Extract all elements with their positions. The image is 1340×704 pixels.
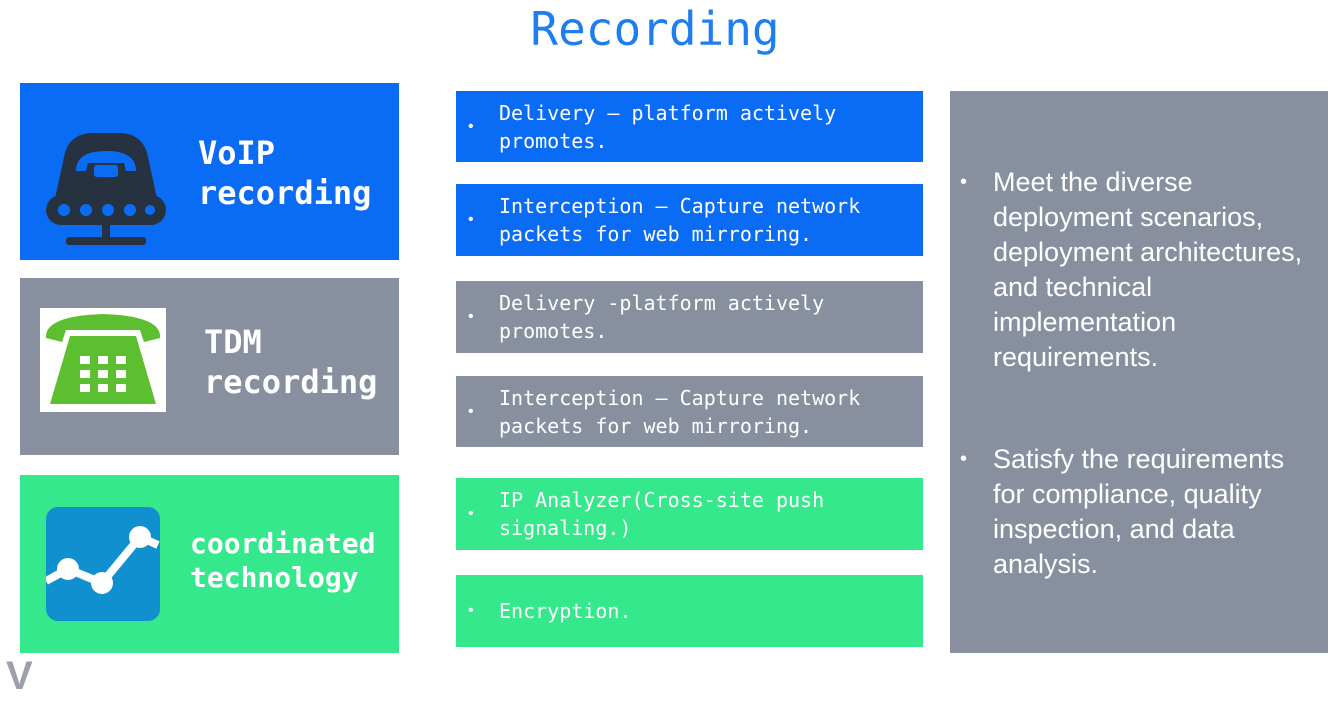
feature-line: Interception – Capture network xyxy=(499,194,861,218)
summary-text: Meet the diverse deployment scenarios, d… xyxy=(993,167,1303,372)
category-label-line: recording xyxy=(198,174,372,212)
bullet: • xyxy=(468,602,474,619)
bullet: • xyxy=(468,402,474,420)
bullet: • xyxy=(468,308,474,325)
feature-line: packets for web mirroring. xyxy=(499,413,813,438)
summary-panel: • Meet the diverse deployment scenarios,… xyxy=(950,91,1328,653)
page-title: Recording xyxy=(530,2,780,56)
bullet: • xyxy=(960,448,968,470)
feature-delivery-2: • Delivery -platform actively promotes. xyxy=(456,281,923,353)
feature-line: Delivery – platform actively xyxy=(499,100,837,125)
feature-encryption: • Encryption. xyxy=(456,575,923,647)
feature-ip-analyzer: • IP Analyzer(Cross-site push signaling.… xyxy=(456,478,923,550)
category-label-line: recording xyxy=(204,363,378,401)
feature-line: promotes. xyxy=(499,128,608,153)
category-label-line: TDM xyxy=(204,323,262,361)
feature-interception-2: • Interception – Capture network packets… xyxy=(456,376,923,447)
category-label-line: coordinated xyxy=(190,527,376,560)
bullet: • xyxy=(468,117,474,135)
category-label-line: technology xyxy=(190,561,359,594)
feature-line: Interception – Capture network xyxy=(499,385,861,410)
feature-line: Delivery -platform actively promotes. xyxy=(499,291,825,343)
category-coordinated-technology: coordinated technology xyxy=(20,475,399,653)
feature-line: packets for web mirroring. xyxy=(499,222,813,246)
feature-delivery-1: • Delivery – platform actively promotes. xyxy=(456,91,923,162)
tdm-telephone-icon xyxy=(40,308,166,412)
category-label-line: VoIP xyxy=(198,134,276,172)
category-tdm-recording: TDM recording xyxy=(20,278,399,455)
bullet: • xyxy=(468,505,474,522)
bullet: • xyxy=(468,211,474,228)
feature-interception-1: • Interception – Capture network packets… xyxy=(456,184,923,256)
line-chart-icon xyxy=(46,507,160,621)
voip-phone-icon xyxy=(46,133,166,245)
summary-item: • Meet the diverse deployment scenarios,… xyxy=(960,165,1320,375)
category-voip-recording: VoIP recording xyxy=(20,83,399,260)
feature-line: signaling.) xyxy=(499,516,632,540)
bullet: • xyxy=(960,171,968,193)
feature-line: Encryption. xyxy=(499,599,632,623)
summary-text: Satisfy the requirements for compliance,… xyxy=(993,444,1285,579)
summary-item: • Satisfy the requirements for complianc… xyxy=(960,442,1320,582)
corner-logo-mark: V xyxy=(6,654,33,698)
feature-line: IP Analyzer(Cross-site push xyxy=(499,488,825,512)
